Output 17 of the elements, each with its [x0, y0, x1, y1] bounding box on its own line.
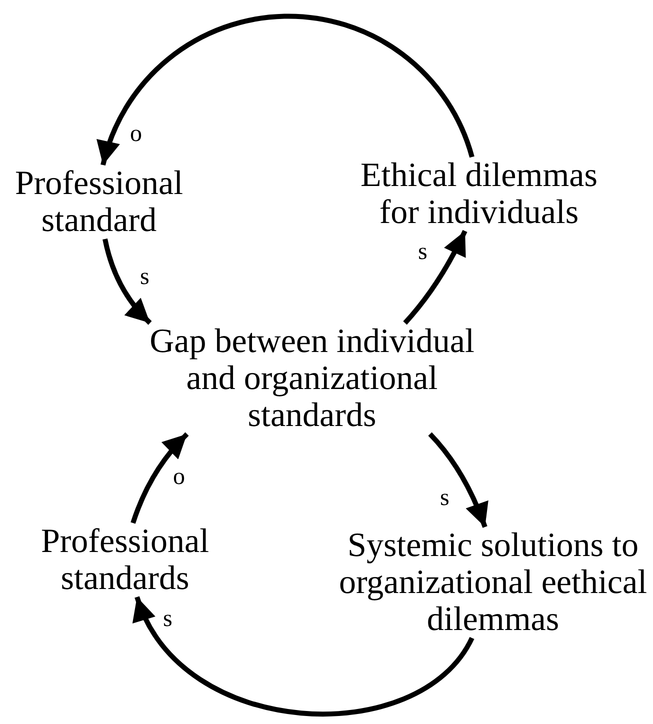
variable-text: Systemic solutions to organizational eethical dilemmas — [333, 527, 653, 638]
causal-arrow — [134, 596, 474, 716]
polarity-label: s — [440, 486, 450, 510]
variable-text: Professional standard — [8, 165, 190, 239]
causal-arrow — [130, 432, 189, 524]
causal-arrow — [98, 14, 474, 166]
causal-arrow — [102, 238, 152, 325]
polarity-label: s — [140, 265, 150, 289]
polarity-label: o — [173, 465, 185, 489]
variable-text: Professional standards — [34, 523, 216, 597]
polarity-label: s — [163, 607, 172, 631]
polarity-label: s — [418, 240, 428, 264]
polarity-label: o — [130, 122, 142, 146]
causal-arrow — [428, 432, 488, 528]
variable-text: Gap between individual and organizational standards — [138, 323, 486, 434]
variable-text: Ethical dilemmas for individuals — [354, 157, 604, 231]
causal-arrow — [403, 230, 468, 325]
